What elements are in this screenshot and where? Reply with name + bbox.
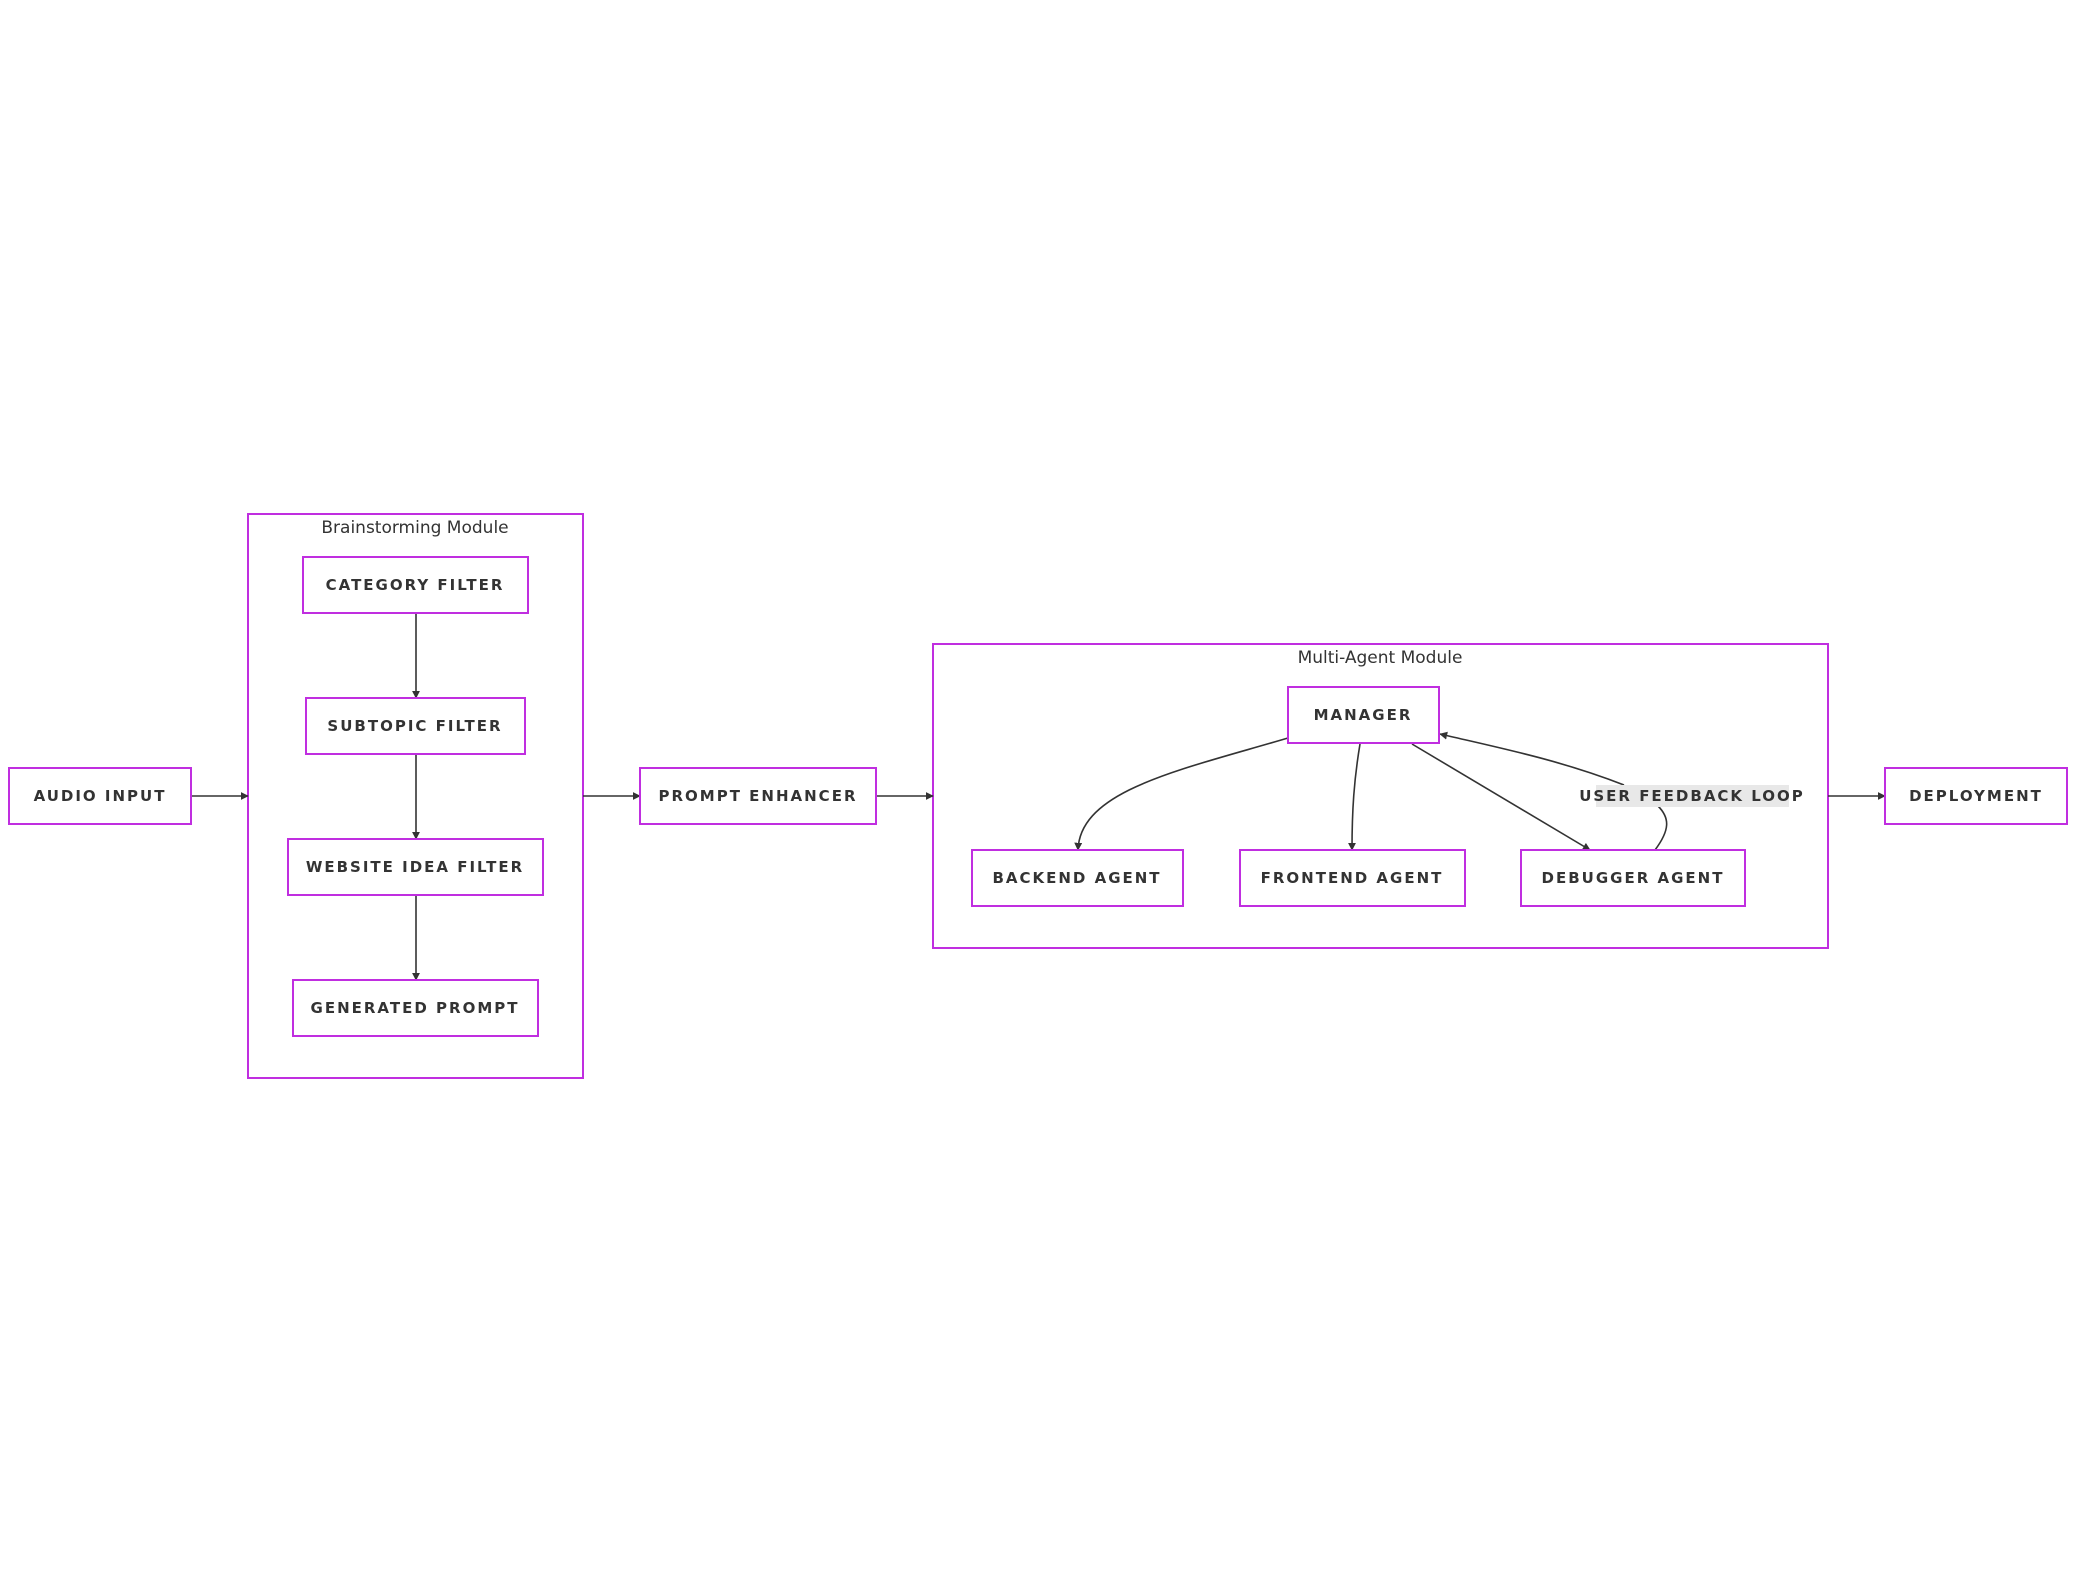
node-debugger-agent: DEBUGGER AGENT	[1520, 849, 1746, 907]
deployment-label: DEPLOYMENT	[1909, 787, 2043, 805]
prompt-enhancer-label: PROMPT ENHANCER	[659, 787, 858, 805]
generated-prompt-box	[292, 979, 539, 1037]
node-generated-prompt: GENERATED PROMPT	[292, 979, 539, 1037]
category-filter-label: CATEGORY FILTER	[326, 576, 505, 594]
edge-manager-to-frontend	[1348, 743, 1361, 851]
node-category-filter: CATEGORY FILTER	[302, 556, 529, 614]
prompt-enhancer-box	[639, 767, 877, 825]
backend-agent-label: BACKEND AGENT	[992, 869, 1161, 887]
node-subtopic-filter: SUBTOPIC FILTER	[305, 697, 526, 755]
website-idea-filter-box	[287, 838, 544, 896]
debugger-agent-label: DEBUGGER AGENT	[1542, 869, 1725, 887]
node-deployment: DEPLOYMENT	[1884, 767, 2068, 825]
category-filter-box	[302, 556, 529, 614]
audio-input-label: AUDIO INPUT	[34, 787, 167, 805]
node-website-idea-filter: WEBSITE IDEA FILTER	[287, 838, 544, 896]
manager-label: MANAGER	[1314, 706, 1413, 724]
edges	[191, 613, 1886, 981]
multi-agent-module-title: Multi-Agent Module	[1298, 648, 1463, 668]
manager-box	[1287, 686, 1440, 744]
debugger-agent-box	[1520, 849, 1746, 907]
backend-agent-box	[971, 849, 1184, 907]
brainstorming-module-title: Brainstorming Module	[321, 518, 508, 538]
frontend-agent-box	[1239, 849, 1466, 907]
subtopic-filter-box	[305, 697, 526, 755]
node-frontend-agent: FRONTEND AGENT	[1239, 849, 1466, 907]
deployment-box	[1884, 767, 2068, 825]
node-manager: MANAGER	[1287, 686, 1440, 744]
node-prompt-enhancer: PROMPT ENHANCER	[639, 767, 877, 825]
node-backend-agent: BACKEND AGENT	[971, 849, 1184, 907]
user-feedback-loop-label: USER FEEDBACK LOOP	[1579, 785, 1805, 807]
subtopic-filter-label: SUBTOPIC FILTER	[327, 717, 502, 735]
edge-manager-to-backend	[1074, 737, 1289, 851]
edge-debugger-feedback-to-manager	[1440, 734, 1668, 851]
node-audio-input: AUDIO INPUT	[8, 767, 192, 825]
edge-manager-to-debugger	[1411, 743, 1591, 851]
frontend-agent-label: FRONTEND AGENT	[1261, 869, 1444, 887]
website-idea-filter-label: WEBSITE IDEA FILTER	[306, 858, 524, 876]
edge-label-text: USER FEEDBACK LOOP	[1579, 787, 1805, 805]
edge-label-background	[1596, 785, 1789, 807]
generated-prompt-label: GENERATED PROMPT	[311, 999, 520, 1017]
audio-input-box	[8, 767, 192, 825]
